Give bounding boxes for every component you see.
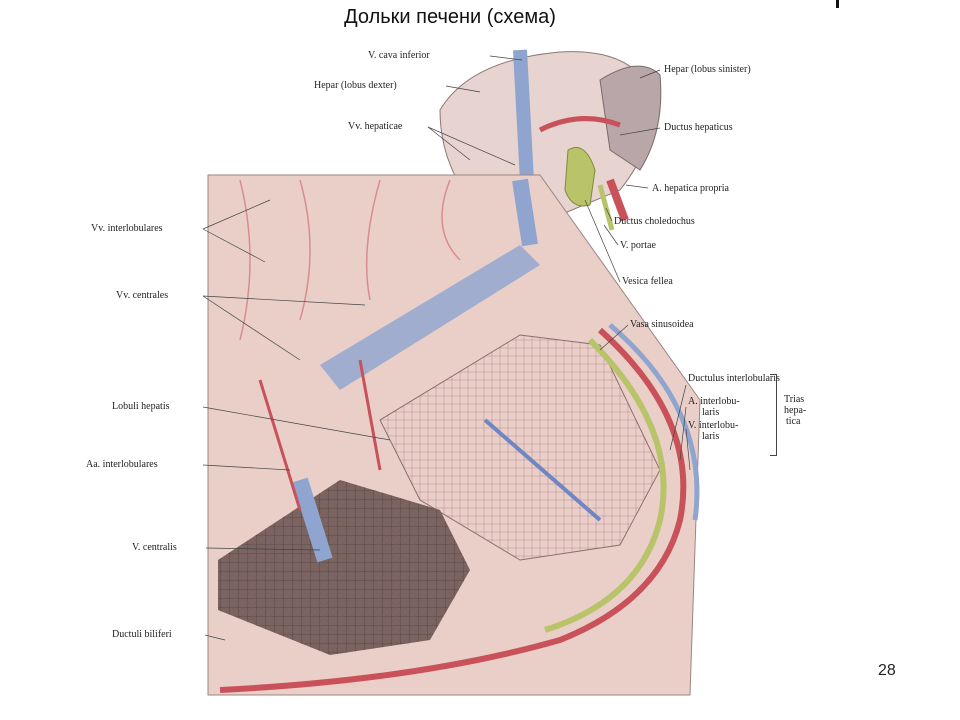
label-a-hepatica-propria: A. hepatica propria — [652, 183, 729, 194]
label-vasa-sinusoidea: Vasa sinusoidea — [630, 319, 694, 330]
label-v-cava-inferior: V. cava inferior — [368, 50, 430, 61]
label-vv-hepaticae: Vv. hepaticae — [348, 121, 403, 132]
label-trias-line3: tica — [786, 416, 801, 427]
label-hepar-lobus-dexter: Hepar (lobus dexter) — [314, 80, 397, 91]
label-vesica-fellea: Vesica fellea — [622, 276, 673, 287]
label-a-interlobularis-line2: laris — [702, 407, 720, 418]
leader-lines — [202, 55, 691, 641]
label-v-interlobularis-line1: V. interlobu- — [688, 420, 739, 431]
label-v-centralis: V. centralis — [132, 542, 177, 553]
label-ductuli-biliferi: Ductuli biliferi — [112, 629, 172, 640]
label-vv-centrales: Vv. centrales — [116, 290, 169, 301]
label-ductulus-interlobularis: Ductulus interlobularis — [688, 373, 780, 384]
label-trias-line2: hepa- — [784, 405, 807, 416]
label-trias-line1: Trias — [784, 394, 805, 405]
label-lobuli-hepatis: Lobuli hepatis — [112, 401, 170, 412]
label-hepar-lobus-sinister: Hepar (lobus sinister) — [664, 64, 751, 75]
label-v-interlobularis-line2: laris — [702, 431, 720, 442]
liver-overview — [439, 49, 662, 231]
label-a-interlobularis-line1: A. interlobu- — [688, 396, 740, 407]
label-vv-interlobulares: Vv. interlobulares — [91, 223, 163, 234]
label-aa-interlobulares: Aa. interlobulares — [86, 459, 158, 470]
label-ductus-hepaticus: Ductus hepaticus — [664, 122, 733, 133]
label-ductus-choledochus: Ductus choledochus — [614, 216, 695, 227]
page-number: 28 — [878, 662, 896, 679]
label-v-portae: V. portae — [620, 240, 656, 251]
slide-title: Дольки печени (схема) — [344, 6, 556, 28]
corner-mark — [836, 0, 839, 8]
lobule-block — [207, 174, 701, 696]
trias-bracket — [770, 374, 777, 456]
